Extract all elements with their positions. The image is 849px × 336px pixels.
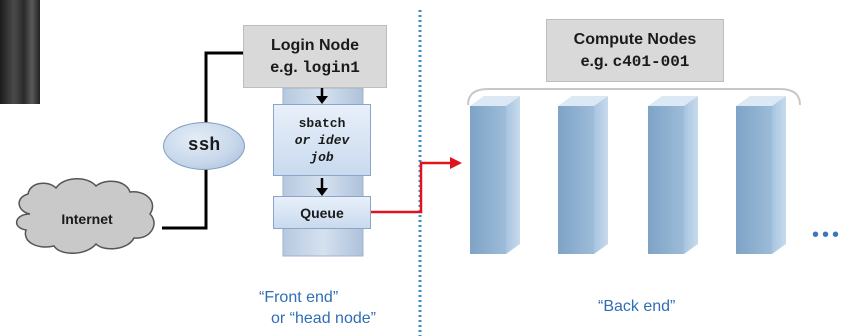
compute-bracket bbox=[467, 88, 801, 106]
compute-node bbox=[736, 96, 786, 254]
back-end-caption: “Back end” bbox=[598, 298, 676, 315]
photo-thumbnail bbox=[0, 0, 40, 104]
login-node-title: Login Node bbox=[271, 36, 359, 54]
login-node-example: e.g. login1 bbox=[270, 58, 360, 77]
login-node-box: Login Node e.g. login1 bbox=[243, 25, 387, 88]
queue-box: Queue bbox=[273, 196, 371, 229]
internet-label: Internet bbox=[61, 211, 113, 227]
job-submit-box: sbatch or idev job bbox=[273, 104, 371, 176]
down-arrow-icon bbox=[316, 178, 328, 196]
submit-line-job: job bbox=[310, 149, 334, 165]
down-arrow-icon bbox=[316, 88, 328, 104]
compute-node bbox=[558, 96, 608, 254]
compute-nodes-box: Compute Nodes e.g. c401-001 bbox=[546, 19, 724, 82]
compute-nodes-title: Compute Nodes bbox=[573, 30, 697, 48]
submit-line-idev: or idev bbox=[294, 132, 350, 148]
front-end-caption: “Front end” or “head node” bbox=[259, 289, 376, 327]
queue-to-compute-link bbox=[371, 157, 462, 214]
more-nodes-ellipsis: ••• bbox=[812, 224, 843, 246]
submit-line-sbatch: sbatch bbox=[298, 115, 346, 131]
compute-node bbox=[648, 96, 698, 254]
compute-nodes-example: e.g. c401-001 bbox=[580, 52, 690, 71]
compute-node bbox=[470, 96, 520, 254]
ssh-bubble: ssh bbox=[163, 122, 245, 170]
internet-cloud bbox=[16, 178, 155, 254]
